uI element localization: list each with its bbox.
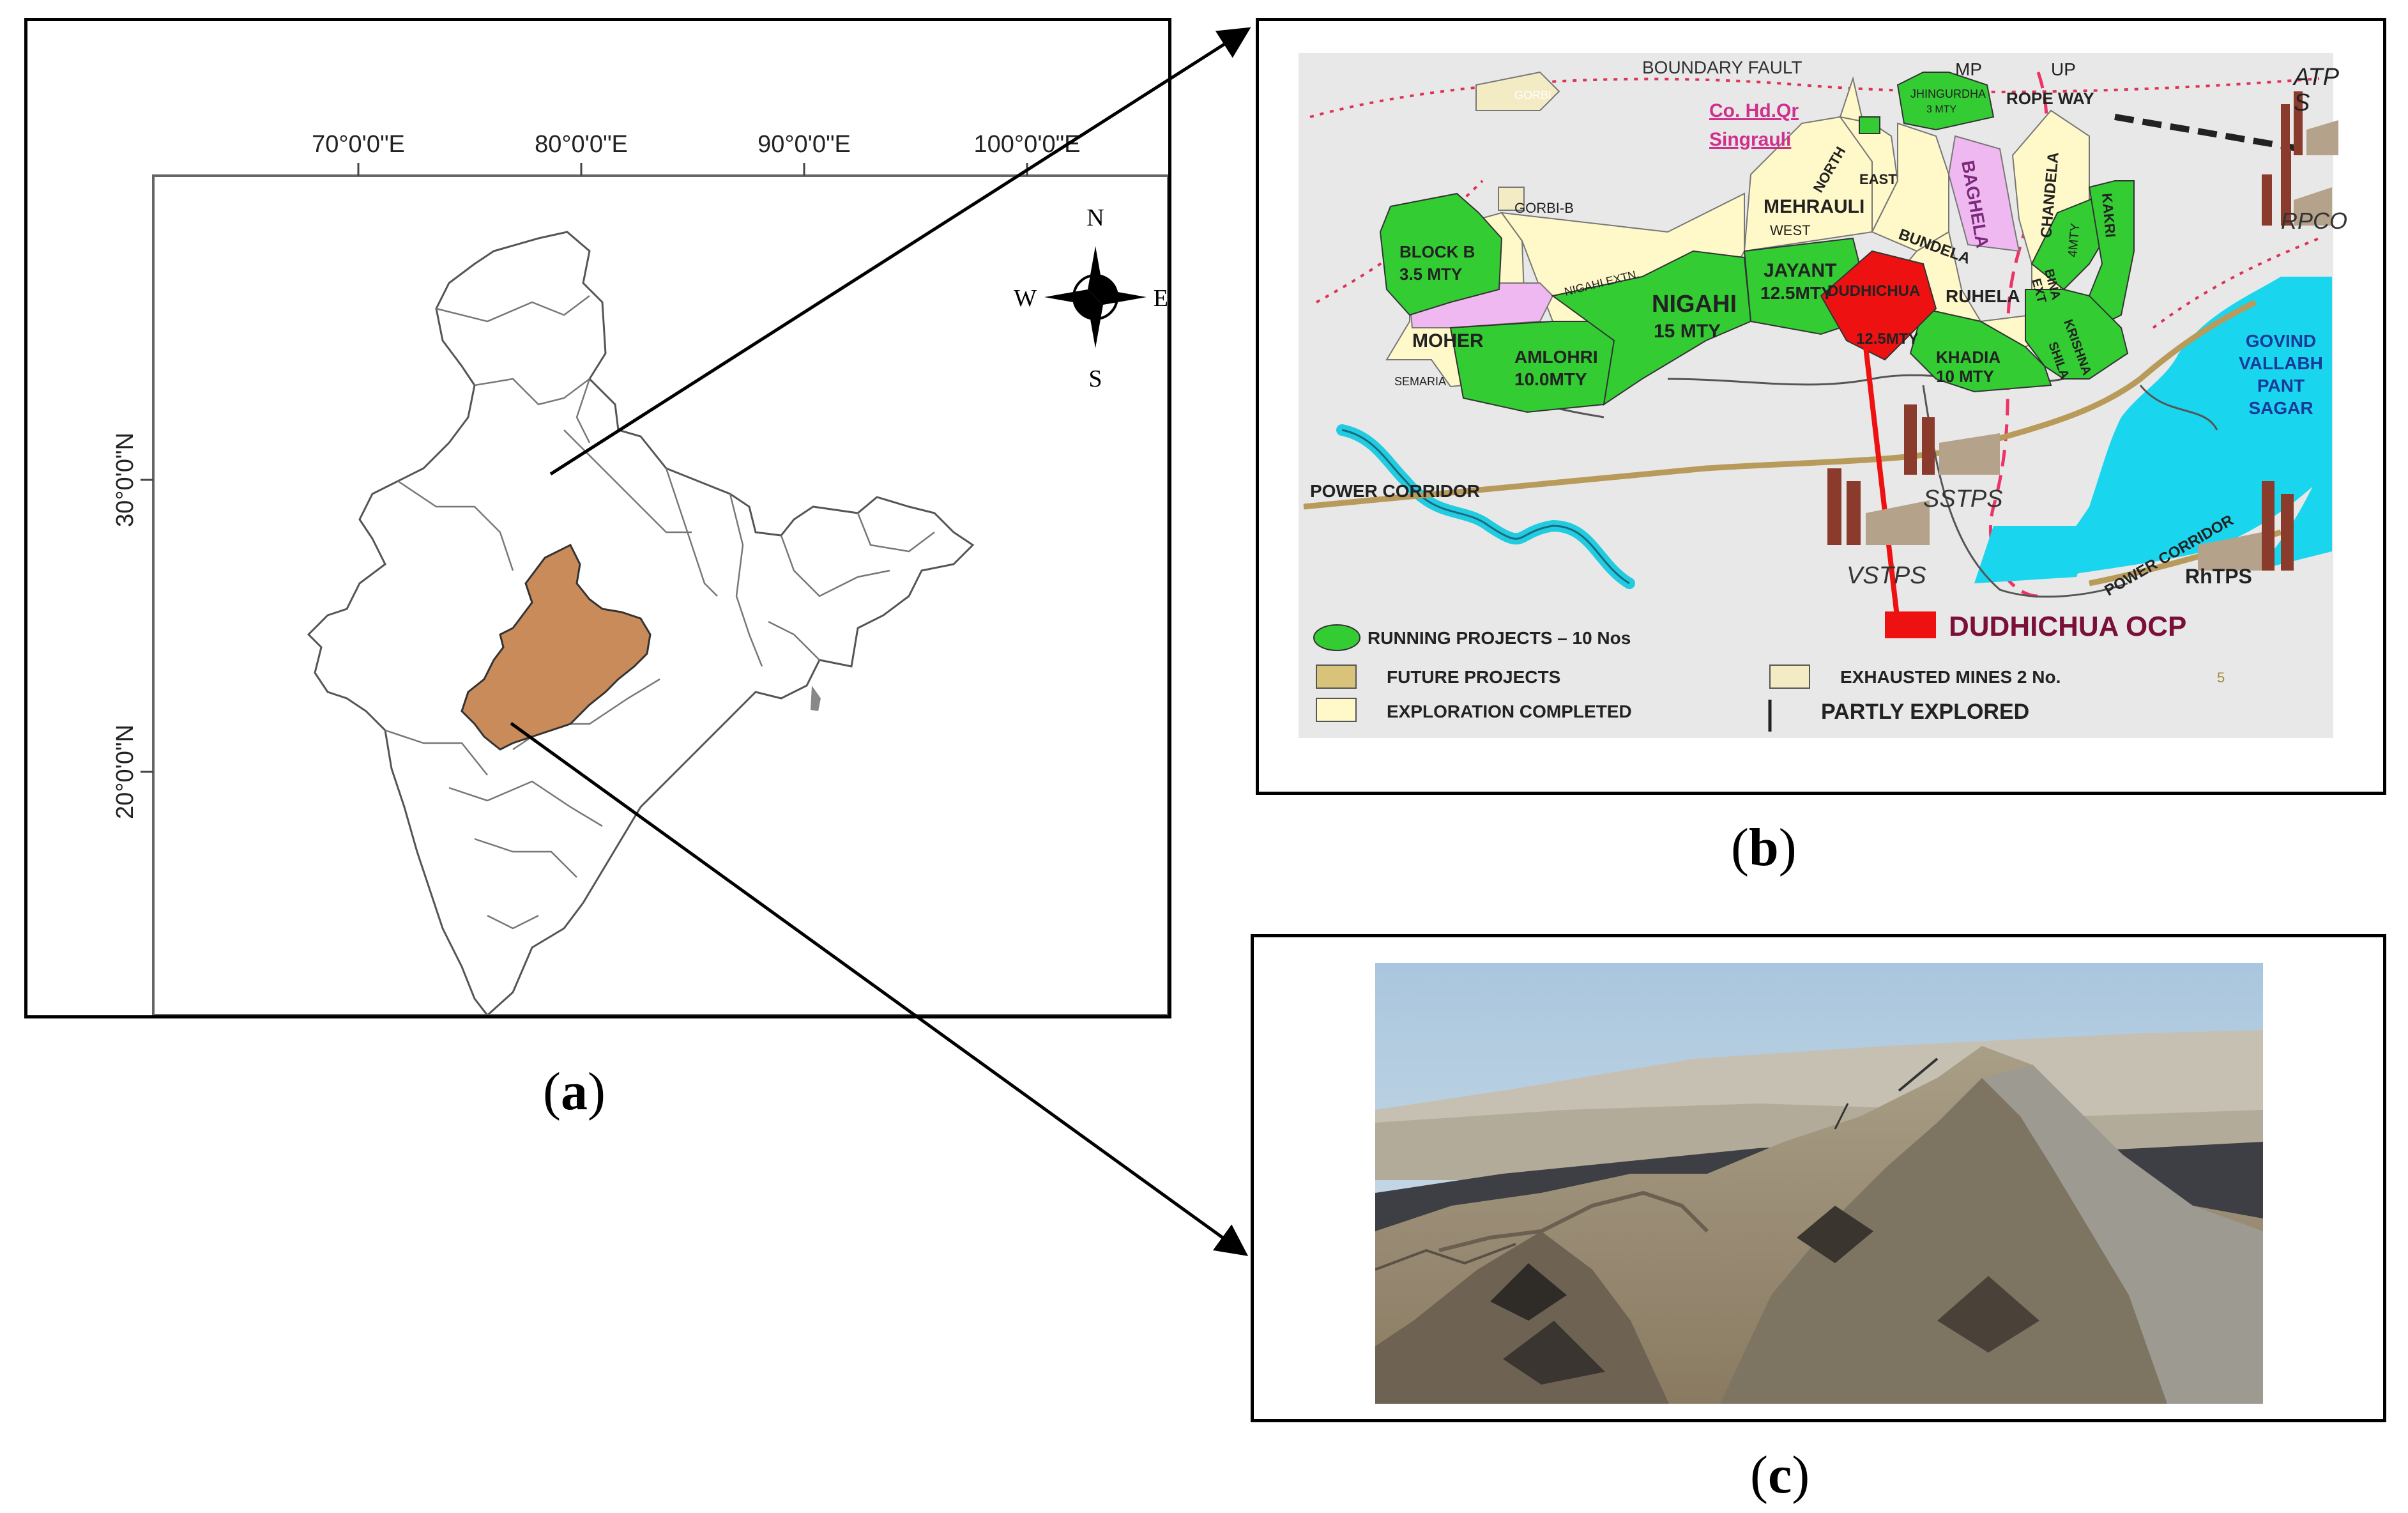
- legend-partly: PARTLY EXPLORED: [1821, 700, 2029, 724]
- gorbi-future-project: [1475, 71, 1560, 111]
- label-atp-s: S: [2294, 89, 2310, 116]
- baghela-partly: [1947, 135, 2020, 252]
- label-vstps: VSTPS: [1847, 562, 1926, 589]
- vstps-plant-icon: [1827, 468, 1930, 545]
- panel-b-frame: BOUNDARY FAULT GORBI MP UP ATP S Co. Hd.…: [1256, 18, 2386, 795]
- compass-s: S: [1088, 365, 1102, 392]
- label-nigahi-cap: 15 MTY: [1654, 321, 1721, 342]
- compass-rose: [1044, 246, 1147, 348]
- ocp-marker: [1885, 611, 1936, 638]
- label-pant: PANT: [2257, 376, 2305, 396]
- label-dudhichua-cap: 12.5MTY: [1856, 330, 1918, 348]
- label-up: UP: [2051, 59, 2076, 79]
- lon-tick-100: 100°0'0"E: [974, 131, 1081, 158]
- label-dudhichua-ocp: DUDHICHUA OCP: [1949, 611, 2186, 642]
- legend-exhausted: EXHAUSTED MINES 2 No.: [1840, 667, 2061, 687]
- sstps-plant-icon: [1904, 404, 2000, 475]
- open-cast-mine-photo: [1375, 963, 2263, 1404]
- legend-running: RUNNING PROJECTS – 10 Nos: [1368, 628, 1631, 648]
- label-rpco: RPCO: [2281, 208, 2347, 234]
- compass-w: W: [1014, 285, 1037, 312]
- panel-c-frame: [1251, 934, 2386, 1422]
- label-rope-way: ROPE WAY: [2006, 89, 2094, 108]
- compass-e: E: [1154, 285, 1168, 312]
- panel-a-label: (a): [543, 1062, 606, 1121]
- power-corridor-left: [1303, 299, 2257, 510]
- label-mp: MP: [1955, 59, 1982, 79]
- label-kakri: KAKRI: [2099, 192, 2119, 238]
- label-vallabh: VALLABH: [2239, 353, 2323, 373]
- label-boundary-fault: BOUNDARY FAULT: [1642, 58, 1802, 77]
- panel-a-frame: 70°0'0"E 80°0'0"E 90°0'0"E 100°0'0"E 30°…: [24, 18, 1171, 1018]
- label-co-hd-qr: Co. Hd.Qr: [1709, 100, 1799, 121]
- block-b-project: [1379, 192, 1503, 316]
- label-atp: ATP: [2292, 64, 2340, 91]
- label-jayant-cap: 12.5MTY: [1760, 283, 1833, 303]
- label-moher: MOHER: [1412, 330, 1484, 351]
- khadia-project: [1909, 307, 2052, 393]
- label-block-b-cap: 3.5 MTY: [1399, 265, 1462, 284]
- label-jayant: JAYANT: [1764, 260, 1837, 281]
- dudhichua-project: [1820, 250, 1937, 361]
- label-singrauli: Singrauli: [1709, 129, 1791, 150]
- label-gorbi-b: GORBI-B: [1514, 200, 1574, 216]
- label-nigahi: NIGAHI: [1652, 291, 1737, 318]
- singrauli-coalfield-map: BOUNDARY FAULT GORBI MP UP ATP S Co. Hd.…: [1299, 53, 2347, 738]
- label-sagar: SAGAR: [2248, 398, 2313, 418]
- panel-c-label: (c): [1750, 1445, 1810, 1505]
- legend-exploration: EXPLORATION COMPLETED: [1387, 702, 1632, 721]
- lon-tick-90: 90°0'0"E: [758, 131, 851, 158]
- east-shaded-region: [811, 686, 821, 711]
- label-power-corridor-left: POWER CORRIDOR: [1310, 481, 1480, 501]
- jhingurdha-project: [1896, 72, 1995, 131]
- govind-ballabh-pant-sagar: [2045, 277, 2332, 577]
- label-west: WEST: [1770, 222, 1811, 238]
- lon-tick-80: 80°0'0"E: [535, 131, 628, 158]
- label-gorbi: GORBI: [1514, 89, 1551, 102]
- map-legend: RUNNING PROJECTS – 10 Nos FUTURE PROJECT…: [1313, 624, 2061, 732]
- legend-future: FUTURE PROJECTS: [1387, 667, 1560, 687]
- label-khadia-cap: 10 MTY: [1936, 367, 1994, 386]
- lat-tick-20: 20°0'0"N: [112, 725, 139, 819]
- india-map: 70°0'0"E 80°0'0"E 90°0'0"E 100°0'0"E 30°…: [112, 131, 1168, 1015]
- label-semaria: SEMARIA: [1394, 375, 1446, 388]
- atp-plant-icon: [2281, 91, 2338, 155]
- label-amlohri-cap: 10.0MTY: [1514, 369, 1587, 389]
- boundary-fault-line: [1309, 77, 2320, 118]
- nigahi-project: [1551, 250, 1752, 406]
- label-east: EAST: [1859, 171, 1897, 187]
- label-ruhela: RUHELA: [1946, 286, 2020, 306]
- label-block-b: BLOCK B: [1399, 242, 1475, 261]
- label-khadia: KHADIA: [1936, 348, 2000, 367]
- compass-n: N: [1086, 204, 1104, 231]
- label-sstps: SSTPS: [1923, 486, 2003, 512]
- label-jhingurdha-cap: 3 MTY: [1926, 104, 1956, 115]
- lat-tick-30: 30°0'0"N: [112, 433, 139, 527]
- ocp-pointer-line: [1863, 346, 1900, 622]
- label-mehrauli: MEHRAULI: [1764, 196, 1864, 217]
- bina-krishnashila-project: [2025, 289, 2129, 380]
- lon-tick-70: 70°0'0"E: [312, 131, 405, 158]
- label-rhtps: RhTPS: [2185, 565, 2252, 588]
- kakri-project: [2088, 180, 2135, 329]
- rpco-plant-icon: [2262, 149, 2332, 226]
- panel-b-label: (b): [1731, 818, 1797, 877]
- label-govind: GOVIND: [2246, 331, 2316, 351]
- label-dudhichua: DUDHICHUA: [1827, 282, 1920, 300]
- label-chandela-cap: 4MTY: [2066, 222, 2083, 257]
- label-amlohri: AMLOHRI: [1514, 347, 1598, 367]
- rhtps-plant-icon: [2198, 481, 2294, 571]
- label-page-no: 5: [2217, 670, 2225, 686]
- label-jhingurdha: JHINGURDHA: [1910, 88, 1986, 100]
